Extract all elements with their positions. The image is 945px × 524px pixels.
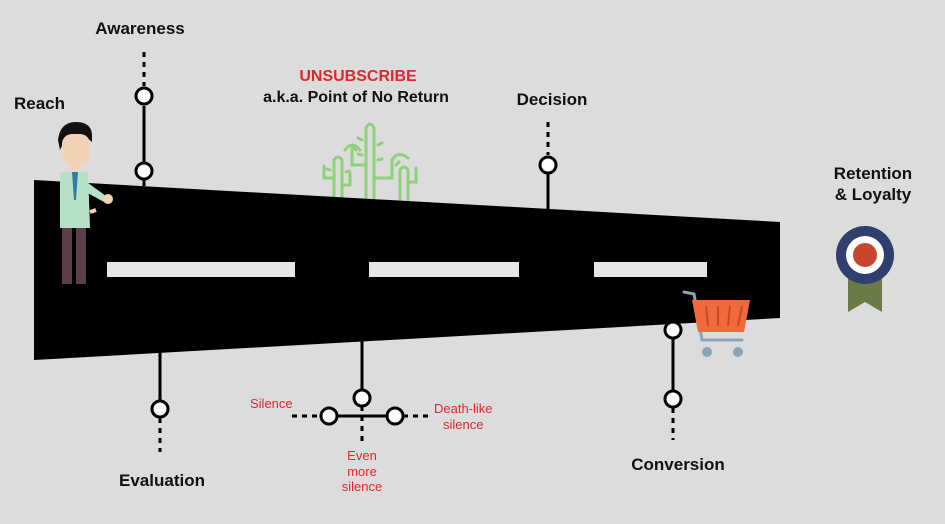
- lane-marking: [369, 262, 519, 277]
- label-evaluation: Evaluation: [119, 471, 205, 490]
- silence-branch: [292, 340, 430, 442]
- label-conversion: Conversion: [631, 455, 725, 474]
- person-icon: [58, 122, 113, 284]
- conversion-connector: [663, 320, 683, 440]
- lane-marking: [107, 262, 295, 277]
- death-like-line1: Death-like: [434, 401, 493, 416]
- award-badge-icon: [836, 226, 894, 312]
- label-even-more-silence: Even more silence: [342, 448, 382, 495]
- decision-connector: [538, 122, 558, 212]
- unsubscribe-title: UNSUBSCRIBE: [299, 68, 417, 85]
- evaluation-connector: [150, 350, 170, 452]
- label-silence: Silence: [250, 396, 293, 411]
- label-retention-line2: & Loyalty: [834, 185, 912, 205]
- label-decision: Decision: [516, 90, 588, 109]
- even-more-line3: silence: [341, 479, 383, 495]
- lane-marking: [594, 262, 707, 277]
- even-more-line1: Even: [347, 448, 377, 463]
- awareness-connector: [134, 52, 154, 186]
- death-like-line2: silence: [443, 416, 484, 432]
- unsubscribe-subtitle: a.k.a. Point of No Return: [263, 89, 449, 106]
- even-more-line2: more: [347, 463, 377, 479]
- label-reach: Reach: [14, 94, 66, 113]
- label-retention: Retention & Loyalty: [834, 163, 912, 206]
- shopping-cart-icon: [682, 290, 750, 357]
- label-retention-line1: Retention: [833, 164, 913, 183]
- label-death-like-silence: Death-like silence: [434, 401, 493, 432]
- label-awareness: Awareness: [95, 19, 185, 38]
- cactus-icon: [322, 122, 418, 202]
